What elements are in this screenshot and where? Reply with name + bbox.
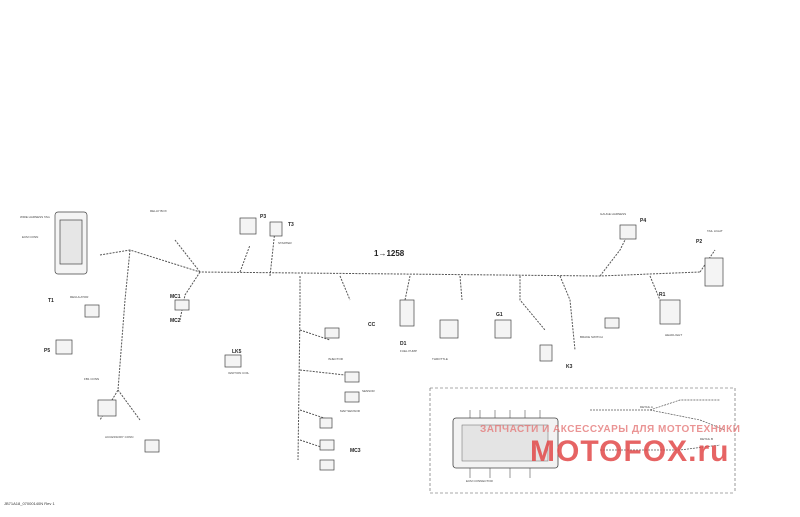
svg-text:MAP SENSOR: MAP SENSOR: [340, 409, 361, 413]
watermark-brand: MOTOFOX.ru: [530, 435, 729, 469]
svg-text:LK5: LK5: [232, 349, 242, 355]
svg-text:SENSOR: SENSOR: [362, 389, 376, 393]
svg-text:MC2: MC2: [170, 318, 181, 324]
svg-text:ACCESSORY CONN: ACCESSORY CONN: [105, 435, 133, 439]
svg-text:T3: T3: [288, 222, 294, 228]
svg-text:MC1: MC1: [170, 294, 181, 300]
svg-text:P5: P5: [44, 348, 50, 354]
svg-text:RELAY BOX: RELAY BOX: [150, 209, 167, 213]
document-code: JB71A18_07000140N Rev 1: [4, 501, 55, 506]
svg-text:REGULATOR: REGULATOR: [70, 295, 89, 299]
connector-labels: T1 P5 MC1 MC2 LK5 CC D1 G1 K3 R1 P2 P3 T…: [44, 214, 702, 454]
svg-text:CC: CC: [368, 322, 376, 328]
brand-part1: MOTO: [530, 435, 624, 468]
svg-text:STARTER: STARTER: [278, 241, 293, 245]
brand-part2: FOX.ru: [623, 435, 730, 468]
svg-text:GAUGE HARNESS: GAUGE HARNESS: [600, 212, 626, 216]
svg-text:WIRE HARNESS TAG: WIRE HARNESS TAG: [20, 215, 51, 219]
svg-text:TAIL LIGHT: TAIL LIGHT: [707, 229, 723, 233]
svg-text:INJECTOR: INJECTOR: [328, 357, 344, 361]
reference-label: 1→1258: [374, 249, 405, 258]
svg-text:THROTTLE: THROTTLE: [432, 357, 448, 361]
svg-text:MC3: MC3: [350, 448, 361, 454]
svg-text:HEADLIGHT: HEADLIGHT: [665, 333, 682, 337]
svg-text:IGNITION COIL: IGNITION COIL: [228, 371, 250, 375]
svg-text:P4: P4: [640, 218, 646, 224]
inset-panel: [429, 387, 736, 494]
svg-text:K3: K3: [566, 364, 573, 370]
svg-text:T1: T1: [48, 298, 54, 304]
svg-text:D1: D1: [400, 341, 407, 347]
svg-text:FUEL PUMP: FUEL PUMP: [400, 349, 417, 353]
svg-text:R1: R1: [659, 292, 666, 298]
wire-tags: WIRE HARNESS TAG ECM CONN REGULATOR FB1 …: [20, 209, 723, 483]
svg-text:DETAIL B: DETAIL B: [700, 437, 713, 441]
svg-text:G1: G1: [496, 312, 503, 318]
watermark-tagline: ЗАПЧАСТИ И АКСЕССУАРЫ ДЛЯ МОТОТЕХНИКИ: [480, 424, 741, 435]
svg-text:ECM CONN: ECM CONN: [22, 235, 38, 239]
connector-group: [54, 211, 724, 471]
svg-text:P3: P3: [260, 214, 266, 220]
svg-text:FB1 CONN: FB1 CONN: [84, 377, 99, 381]
svg-text:ECM CONNECTOR: ECM CONNECTOR: [466, 479, 494, 483]
svg-text:DETAIL A: DETAIL A: [640, 405, 653, 409]
svg-text:BRAKE SWITCH: BRAKE SWITCH: [580, 335, 603, 339]
svg-text:P2: P2: [696, 239, 702, 245]
